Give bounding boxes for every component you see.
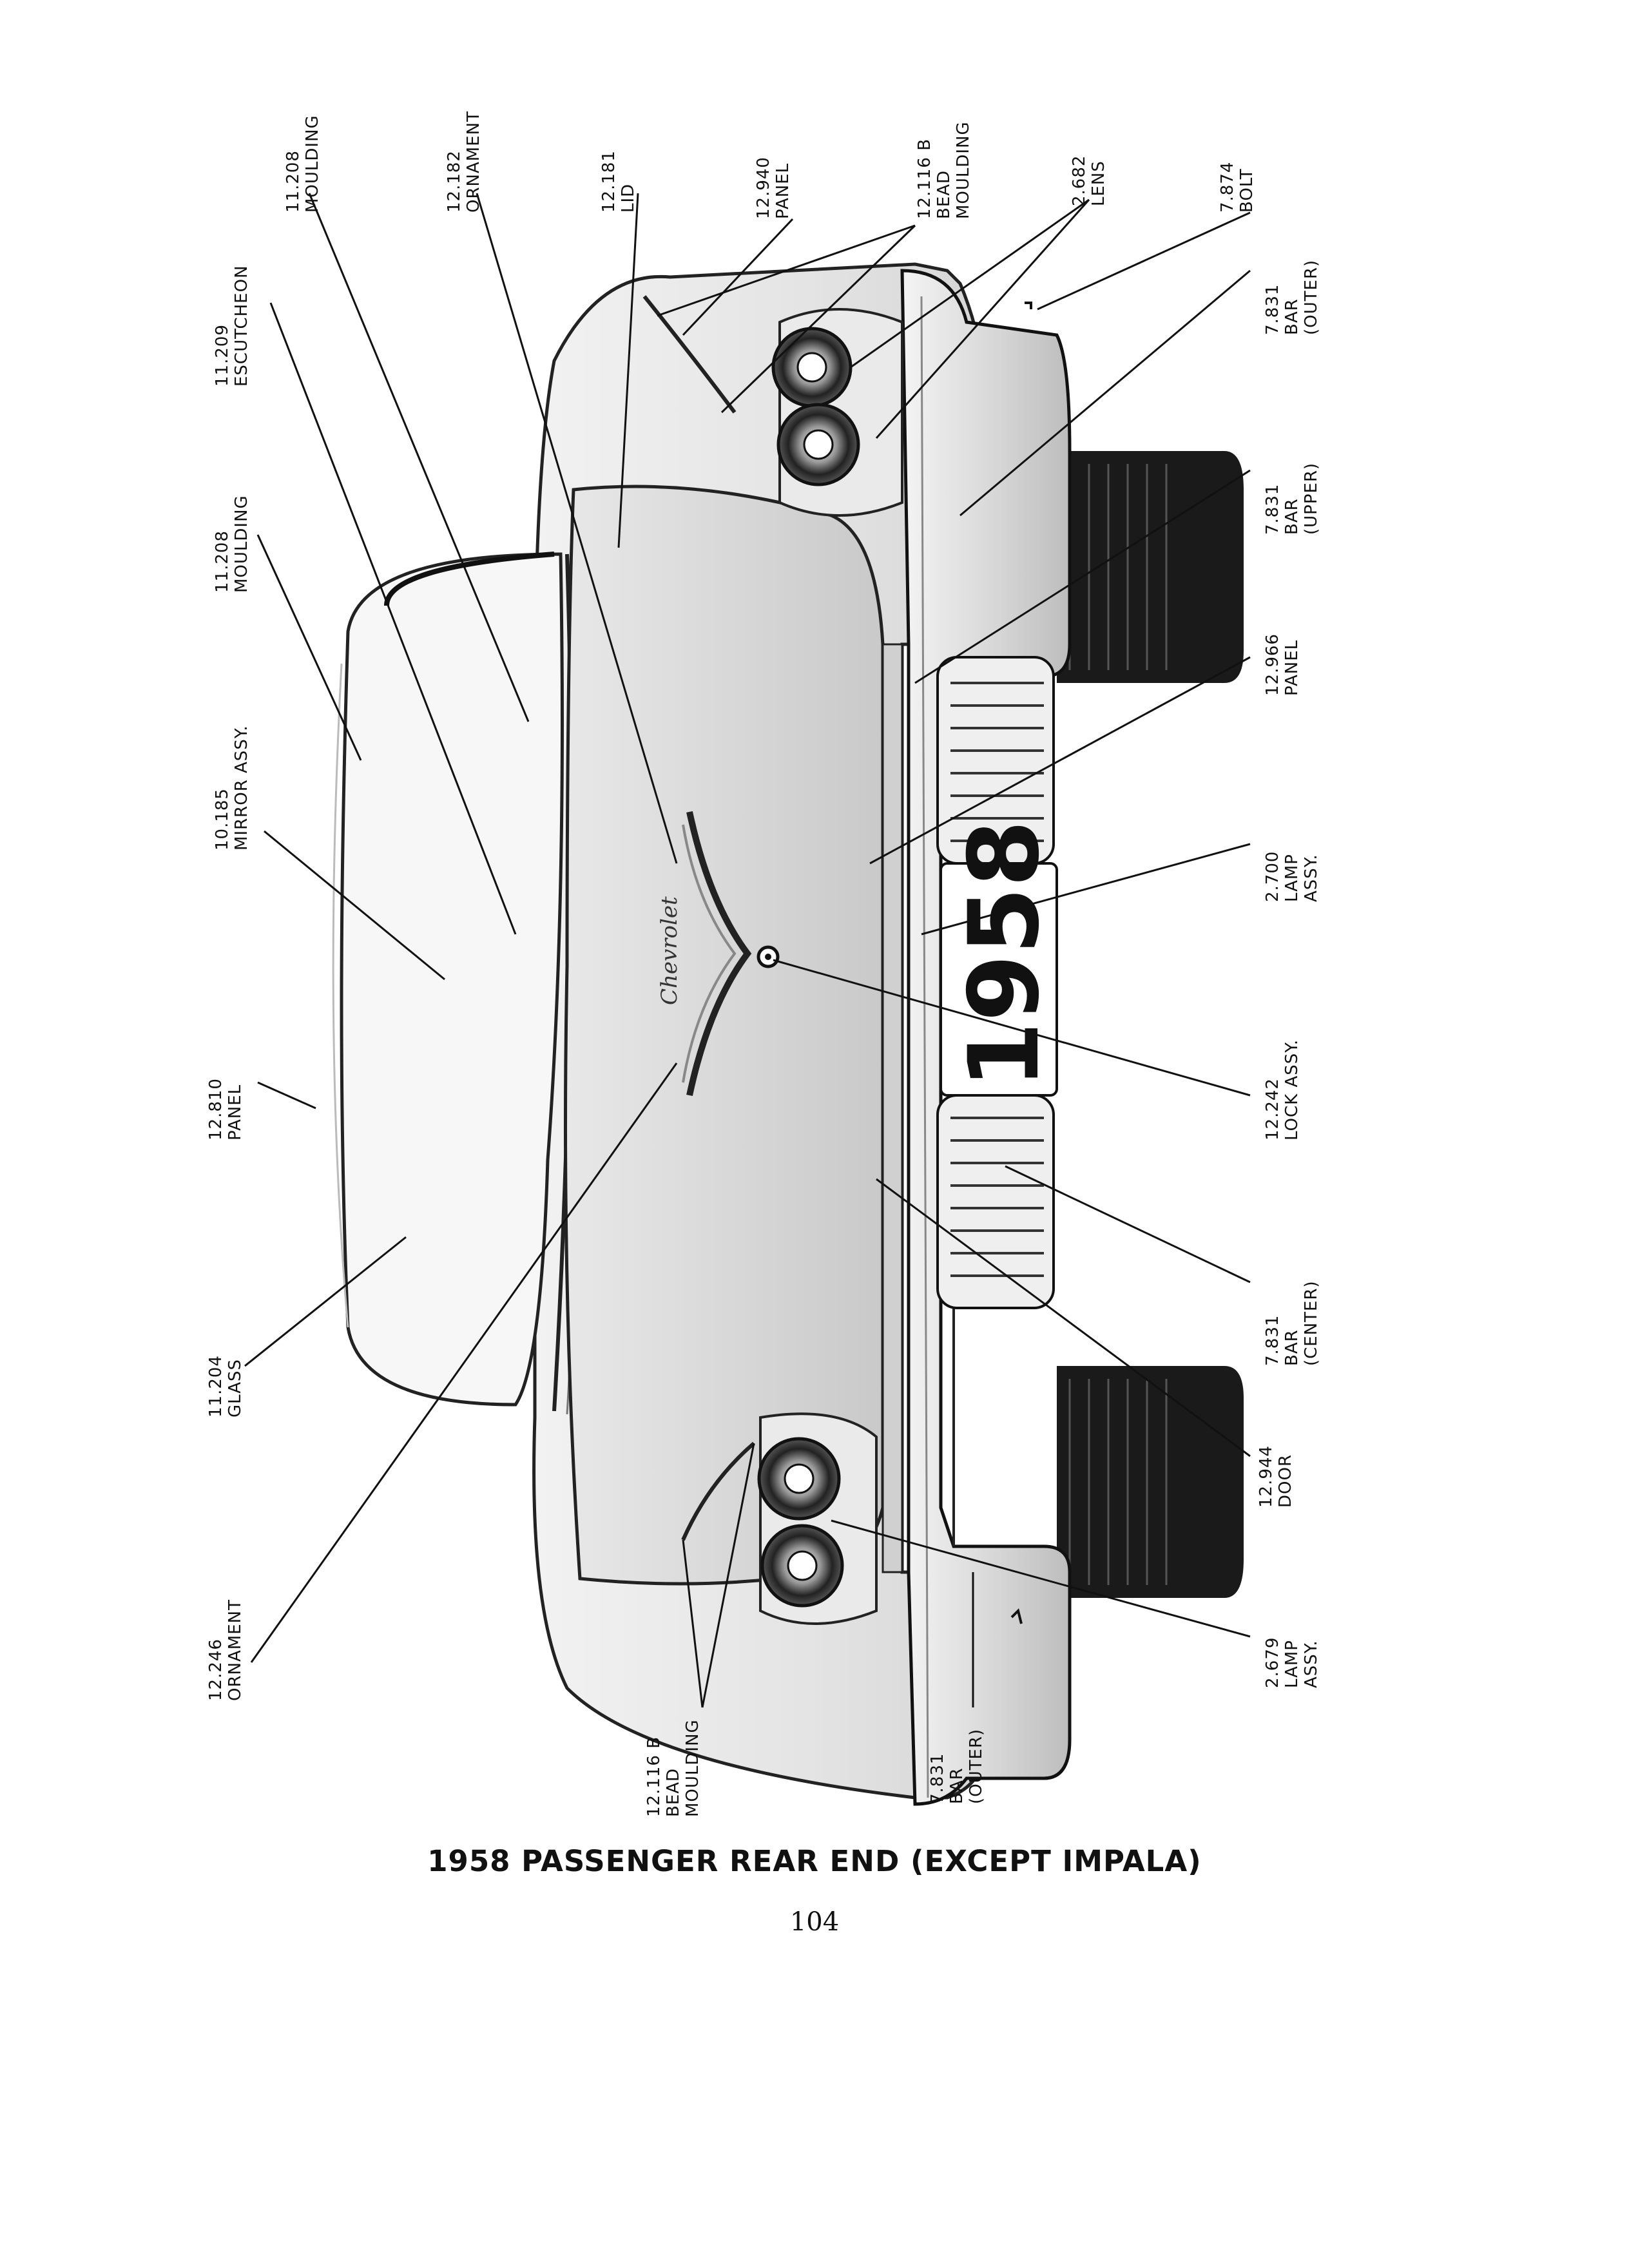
callout-bar-upper: 7.831 BAR (UPPER)	[1263, 463, 1321, 535]
callout-part-name: DOOR	[1276, 1454, 1295, 1508]
tail-lamps-right	[771, 308, 903, 517]
callout-number: 11.208	[213, 530, 232, 593]
callout-moulding-top: 11.208 MOULDING	[284, 115, 322, 213]
callout-number: 12.116 B	[915, 138, 934, 219]
callout-number: 12.810	[206, 1078, 226, 1140]
callout-part-name: LAMP	[1282, 1640, 1302, 1688]
callout-number: 11.204	[206, 1355, 226, 1418]
callout-number: 12.944	[1257, 1445, 1276, 1508]
callout-number: 7.831	[1263, 483, 1282, 535]
badge-script: Chevrolet	[657, 896, 682, 1005]
callout-number: 11.209	[213, 324, 232, 387]
callout-part-name: (OUTER)	[1302, 259, 1321, 335]
callout-ornament-top: 12.182 ORNAMENT	[445, 111, 483, 213]
v-emblem: Chevrolet	[657, 811, 752, 1097]
callout-number: 12.940	[754, 157, 773, 219]
rear-panel	[882, 643, 903, 1573]
callout-part-name: BAR	[947, 1767, 967, 1804]
page-number: 104	[789, 1907, 840, 1937]
callout-part-name: LID	[619, 183, 638, 213]
callout-part-name: BAR	[1282, 1329, 1302, 1366]
callout-number: 12.182	[445, 150, 464, 213]
license-plate: 1958	[940, 820, 1061, 1097]
callout-number: 12.242	[1263, 1078, 1282, 1140]
callout-lamp-assy-plate: 2.700 LAMP ASSY.	[1263, 851, 1321, 902]
callout-number: 7.831	[928, 1753, 947, 1804]
callout-part-name: BEAD	[664, 1767, 683, 1817]
callout-bar-center: 7.831 BAR (CENTER)	[1263, 1280, 1321, 1366]
callout-number: 2.682	[1070, 155, 1089, 206]
callout-part-name: PANEL	[773, 162, 793, 219]
bumper-grille-left	[936, 1094, 1055, 1309]
tire-right	[1057, 451, 1244, 683]
callout-part-name: ASSY.	[1302, 854, 1321, 902]
tail-lamps-left	[757, 1412, 878, 1625]
callout-part-name: GLASS	[226, 1358, 245, 1418]
callout-panel-810: 12.810 PANEL	[206, 1078, 245, 1140]
callout-part-name: BEAD	[934, 169, 954, 219]
callout-bead-moulding-bottom: 12.116 B BEAD MOULDING	[644, 1719, 702, 1817]
callout-part-name: PANEL	[226, 1084, 245, 1140]
callout-part-name: MOULDING	[683, 1719, 702, 1817]
bead-moulding-left	[681, 1441, 755, 1541]
bolt-mark	[1025, 302, 1032, 309]
figure-caption: 1958 PASSENGER REAR END (EXCEPT IMPALA)	[427, 1844, 1202, 1878]
callout-mirror-assy: 10.185 MIRROR ASSY.	[213, 725, 251, 850]
callout-part-name: LAMP	[1282, 854, 1302, 902]
callout-moulding-mid: 11.208 MOULDING	[213, 495, 251, 593]
callout-part-name: BOLT	[1237, 168, 1257, 213]
callout-part-name: (UPPER)	[1302, 462, 1321, 535]
callout-part-name: MOULDING	[303, 115, 322, 213]
callout-number: 12.116 B	[644, 1736, 664, 1817]
callout-part-name: (CENTER)	[1302, 1280, 1321, 1366]
callout-number: 10.185	[213, 788, 232, 850]
callout-part-name: ASSY.	[1302, 1640, 1321, 1688]
callout-door: 12.944 DOOR	[1257, 1445, 1295, 1508]
callout-lens: 2.682 LENS	[1070, 155, 1108, 206]
callout-part-name: BAR	[1282, 498, 1302, 535]
callout-number: 11.208	[284, 150, 303, 213]
callout-number: 12.966	[1263, 633, 1282, 696]
callout-part-name: MIRROR ASSY.	[232, 725, 251, 850]
callout-number: 7.874	[1218, 161, 1237, 213]
callout-number: 2.700	[1263, 850, 1282, 902]
callout-bar-outer-right: 7.831 BAR (OUTER)	[1263, 260, 1321, 335]
callout-bar-outer-left: 7.831 BAR (OUTER)	[928, 1729, 986, 1804]
callout-number: 7.831	[1263, 284, 1282, 335]
callout-number: 2.679	[1263, 1637, 1282, 1688]
plate-year: 1958	[949, 820, 1061, 1089]
trunk-lock	[757, 945, 780, 968]
callout-escutcheon: 11.209 ESCUTCHEON	[213, 265, 251, 387]
bead-moulding-right	[642, 295, 737, 414]
callout-number: 12.246	[206, 1639, 226, 1701]
callout-lid: 12.181 LID	[599, 150, 638, 213]
callout-part-name: ORNAMENT	[226, 1599, 245, 1701]
callout-number: 12.181	[599, 150, 619, 213]
callout-ornament-bottom: 12.246 ORNAMENT	[206, 1599, 245, 1701]
callout-panel-940: 12.940 PANEL	[754, 157, 793, 219]
callout-part-name: ESCUTCHEON	[232, 265, 251, 387]
callout-part-name: MOULDING	[954, 121, 973, 219]
callout-part-name: PANEL	[1282, 639, 1302, 696]
callout-part-name: (OUTER)	[967, 1728, 986, 1804]
callout-part-name: LENS	[1089, 160, 1108, 206]
callout-glass: 11.204 GLASS	[206, 1355, 245, 1418]
callout-part-name: ORNAMENT	[464, 111, 483, 213]
callout-part-name: BAR	[1282, 298, 1302, 335]
callout-bolt: 7.874 BOLT	[1218, 162, 1257, 213]
tire-left	[1057, 1366, 1244, 1598]
callout-panel-966: 12.966 PANEL	[1263, 633, 1302, 696]
callout-part-name: MOULDING	[232, 495, 251, 593]
callout-lock-assy: 12.242 LOCK ASSY.	[1263, 1039, 1302, 1140]
callout-lamp-assy-tail: 2.679 LAMP ASSY.	[1263, 1637, 1321, 1688]
callout-number: 7.831	[1263, 1314, 1282, 1366]
callout-bead-moulding-top: 12.116 B BEAD MOULDING	[915, 121, 973, 219]
leader-lines	[244, 193, 1251, 1708]
callout-part-name: LOCK ASSY.	[1282, 1039, 1302, 1140]
